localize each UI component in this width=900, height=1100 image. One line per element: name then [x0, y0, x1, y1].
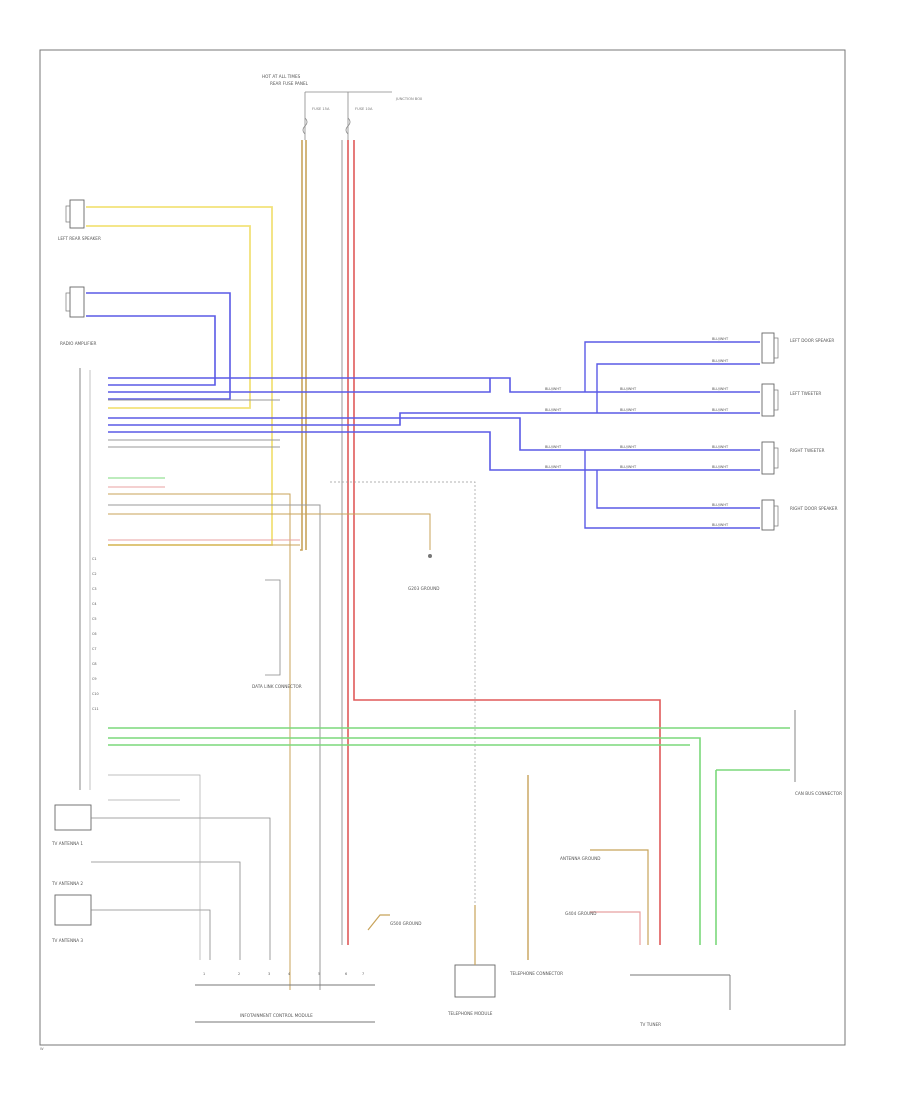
right-speaker-feeders — [584, 341, 760, 529]
junction-label: JUNCTION BOX — [395, 97, 423, 101]
antenna-2-label: TV ANTENNA 2 — [51, 881, 83, 886]
svg-text:1: 1 — [203, 972, 205, 976]
svg-text:BLU/WHT: BLU/WHT — [620, 445, 637, 449]
data-link-bracket — [265, 579, 281, 676]
left-tweeter-label: LEFT TWEETER — [790, 391, 821, 396]
svg-text:2: 2 — [238, 972, 240, 976]
right-speaker-3 — [761, 441, 775, 475]
svg-text:C3: C3 — [92, 587, 97, 591]
svg-text:C9: C9 — [92, 677, 97, 681]
svg-text:BLU/WHT: BLU/WHT — [545, 445, 562, 449]
ground-mid-label: G203 GROUND — [408, 586, 439, 591]
left-door-speaker-label: LEFT DOOR SPEAKER — [790, 338, 834, 343]
pink-dash-wire — [330, 481, 476, 960]
svg-text:3: 3 — [268, 972, 270, 976]
svg-text:BLU/WHT: BLU/WHT — [712, 337, 729, 341]
svg-text:BLU/WHT: BLU/WHT — [712, 359, 729, 363]
svg-text:BLU/WHT: BLU/WHT — [620, 387, 637, 391]
svg-text:C6: C6 — [92, 632, 97, 636]
fuse-left-symbol — [302, 117, 308, 135]
antenna-2-wire — [91, 861, 241, 960]
svg-text:BLU/WHT: BLU/WHT — [620, 465, 637, 469]
left-rear-speaker-label: LEFT REAR SPEAKER — [58, 236, 101, 241]
right-speaker-1 — [761, 332, 775, 364]
svg-text:7: 7 — [362, 972, 364, 976]
blue-speaker-bus — [108, 377, 760, 471]
antenna-ground-label: ANTENNA GROUND — [560, 856, 601, 861]
svg-text:BLU/WHT: BLU/WHT — [712, 408, 729, 412]
svg-text:BLU/WHT: BLU/WHT — [712, 503, 729, 507]
telephone-module-label: TELEPHONE MODULE — [447, 1011, 493, 1016]
mid-trace-wires — [108, 477, 431, 990]
ground-bottom-label: G404 GROUND — [565, 911, 596, 916]
radio-amp-label: RADIO AMPLIFIER — [60, 341, 97, 346]
telephone-module-box — [454, 964, 496, 998]
antenna-3-box — [54, 894, 92, 926]
data-link-label: DATA LINK CONNECTOR — [252, 684, 302, 689]
amp-block-pins: 1 2 3 4 5 6 7 — [203, 972, 364, 976]
left-door-speaker-wires — [86, 292, 231, 400]
blue-bus-wire-labels: BLU/WHT BLU/WHT BLU/WHT BLU/WHT BLU/WHT BLU… — [545, 337, 729, 527]
feed-wire-red — [347, 140, 661, 945]
svg-text:BLU/WHT: BLU/WHT — [712, 387, 729, 391]
fuse-right-symbol — [345, 117, 351, 135]
tuner-pink-wire — [590, 911, 641, 945]
svg-text:C2: C2 — [92, 572, 97, 576]
page-code: W — [40, 1047, 44, 1051]
svg-text:C10: C10 — [92, 692, 99, 696]
top-feed-label: HOT AT ALL TIMES — [262, 74, 301, 79]
svg-text:BLU/WHT: BLU/WHT — [712, 445, 729, 449]
right-speaker-2 — [761, 383, 775, 417]
ground-right-label: G500 GROUND — [390, 921, 421, 926]
right-ground-stub — [367, 914, 390, 931]
ground-mid-node — [428, 554, 432, 558]
antenna-3-wire — [91, 909, 211, 960]
left-rear-speaker-cone — [65, 205, 71, 223]
antenna-ground-wire — [590, 849, 649, 945]
antenna-1-wire — [91, 817, 271, 960]
svg-text:5: 5 — [318, 972, 320, 976]
svg-text:BLU/WHT: BLU/WHT — [712, 465, 729, 469]
can-connector-label: CAN BUS CONNECTOR — [795, 791, 842, 796]
svg-text:C1: C1 — [92, 557, 97, 561]
top-feed-sublabel: REAR FUSE PANEL — [270, 81, 309, 86]
svg-text:4: 4 — [288, 972, 290, 976]
amp-block-label: INFOTAINMENT CONTROL MODULE — [240, 1013, 313, 1018]
svg-text:C4: C4 — [92, 602, 97, 606]
svg-text:BLU/WHT: BLU/WHT — [545, 465, 562, 469]
svg-text:C8: C8 — [92, 662, 97, 666]
right-door-speaker-label: RIGHT DOOR SPEAKER — [790, 506, 838, 511]
antenna-3-label: TV ANTENNA 3 — [51, 938, 83, 943]
svg-text:6: 6 — [345, 972, 347, 976]
fuse-right-label: FUSE 10A — [355, 107, 373, 111]
telephone-connector-label: TELEPHONE CONNECTOR — [509, 971, 563, 976]
svg-text:BLU/WHT: BLU/WHT — [712, 523, 729, 527]
svg-text:BLU/WHT: BLU/WHT — [620, 408, 637, 412]
tv-tuner-label: TV TUNER — [639, 1022, 661, 1027]
feed-wire-tan — [300, 140, 307, 551]
diagram-frame — [39, 49, 846, 1046]
right-speaker-4 — [761, 499, 775, 531]
svg-text:C11: C11 — [92, 707, 99, 711]
svg-text:C7: C7 — [92, 647, 97, 651]
fuse-left-label: FUSE 15A — [312, 107, 330, 111]
can-bus-wires — [108, 727, 790, 945]
svg-text:BLU/WHT: BLU/WHT — [545, 387, 562, 391]
left-door-speaker-box — [69, 286, 85, 318]
antenna-1-box — [54, 804, 92, 831]
right-tweeter-label: RIGHT TWEETER — [790, 448, 825, 453]
svg-text:C5: C5 — [92, 617, 97, 621]
left-rear-speaker-box — [69, 199, 85, 229]
svg-text:BLU/WHT: BLU/WHT — [545, 408, 562, 412]
antenna-1-label: TV ANTENNA 1 — [51, 841, 83, 846]
